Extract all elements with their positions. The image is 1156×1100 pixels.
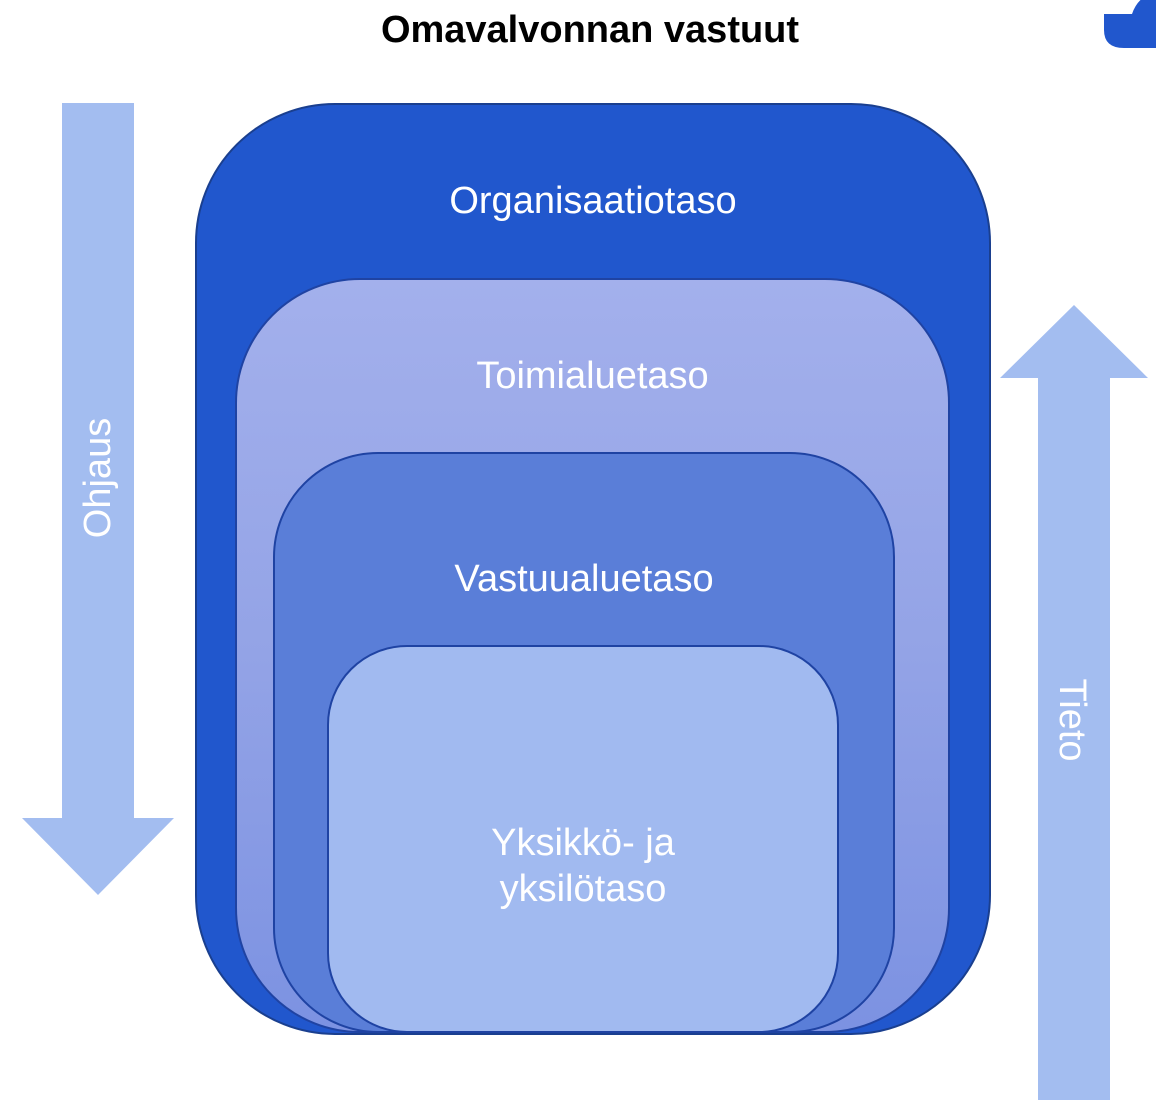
responsibility-area-level-label: Vastuualuetaso: [454, 558, 714, 600]
division-level-label: Toimialuetaso: [476, 355, 709, 397]
unit-individual-level-box: Yksikkö- ja yksilötaso: [327, 645, 839, 1033]
arrow-up-tieto: [1000, 305, 1148, 1100]
unit-individual-level-label: Yksikkö- ja yksilötaso: [491, 822, 675, 910]
organization-level-label: Organisaatiotaso: [449, 180, 737, 222]
arrow-down-ohjaus: [22, 103, 174, 895]
tieto-label: Tieto: [1051, 678, 1093, 762]
diagram-title: Omavalvonnan vastuut: [380, 9, 800, 51]
logo-icon: [1104, 0, 1156, 48]
ohjaus-label: Ohjaus: [77, 417, 119, 539]
